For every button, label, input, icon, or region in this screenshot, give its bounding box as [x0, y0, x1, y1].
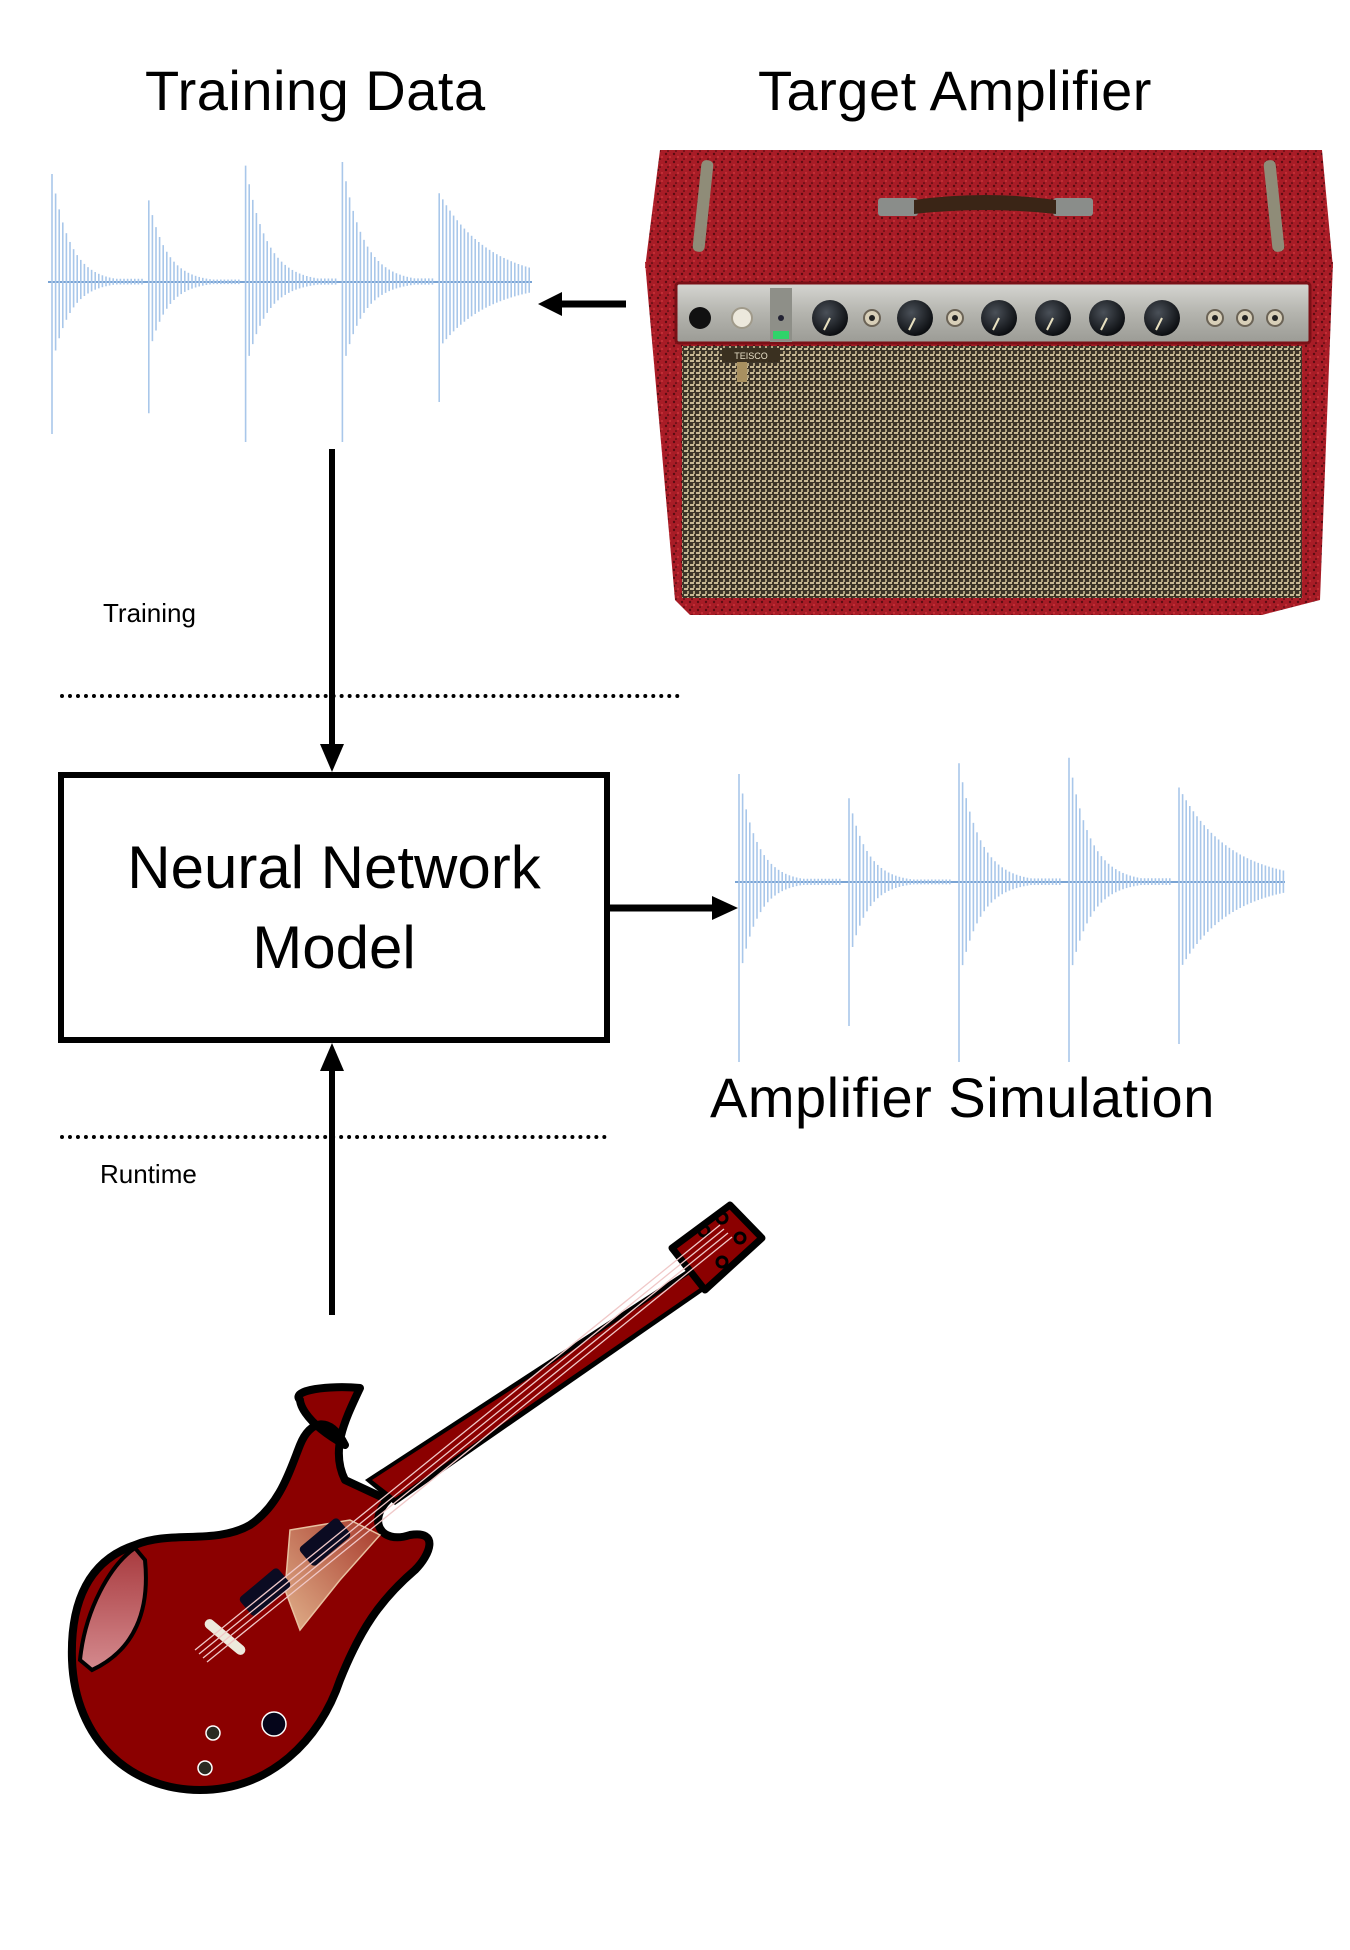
guitar-switch	[197, 1760, 213, 1776]
target-amplifier-title: Target Amplifier	[758, 59, 1152, 122]
amp-rail-left	[692, 160, 714, 252]
waveform-burst	[438, 193, 531, 402]
guitar-strings	[194, 1224, 733, 1663]
amp-control-instrument	[1206, 309, 1284, 327]
amp-rail-right	[1263, 160, 1285, 252]
amp-control-tremo-pedal	[863, 309, 881, 327]
guitar-neck	[365, 1268, 705, 1505]
guitar-bridge	[204, 1619, 246, 1655]
waveform-burst	[51, 174, 143, 434]
model-box-line1: Neural Network	[127, 833, 541, 901]
amp-control-depth	[812, 300, 848, 336]
arrow-training-data-to-model	[320, 449, 344, 772]
guitar-volume-knob	[261, 1711, 287, 1737]
waveform-burst	[244, 165, 337, 442]
waveform-burst	[1178, 787, 1285, 1044]
waveform-burst	[341, 162, 434, 442]
arrow-guitar-to-model	[320, 1043, 344, 1315]
amp-control-echo-pedal	[946, 309, 964, 327]
amp-control-bass	[1089, 300, 1125, 336]
amp-control-echo-depth	[981, 300, 1017, 336]
amp-control-speed	[897, 300, 933, 336]
amp-speaker-grille	[682, 346, 1302, 598]
guitar-pickup-neck	[299, 1518, 351, 1566]
amplifier-simulation-title: Amplifier Simulation	[710, 1066, 1215, 1129]
waveform-burst	[148, 200, 240, 414]
model-box-line2: Model	[252, 913, 416, 981]
amp-control-treble	[1144, 300, 1180, 336]
amp-control-switch	[770, 288, 792, 342]
amp-control-p-l	[731, 307, 753, 329]
neural-network-model-box: Neural Network Model	[58, 772, 610, 1043]
arrow-amp-to-training-data	[538, 292, 626, 316]
training-separator-line	[60, 694, 680, 698]
training-phase-label: Training	[103, 598, 196, 628]
training-data-waveform	[48, 162, 532, 442]
amp-brand-logo: TEISCO	[722, 348, 780, 382]
amp-control-volume	[1035, 300, 1071, 336]
waveform-burst	[848, 798, 951, 1026]
amp-control-fuse	[689, 307, 711, 329]
guitar-bevel	[77, 1545, 148, 1673]
amp-handle	[878, 195, 1093, 216]
arrow-model-to-simulation	[610, 896, 738, 920]
guitar-tone-knob	[205, 1725, 221, 1741]
runtime-phase-label: Runtime	[100, 1159, 197, 1189]
waveform-burst	[1068, 757, 1171, 1062]
training-data-title: Training Data	[145, 59, 486, 122]
waveform-burst	[958, 763, 1061, 1062]
amplifier-simulation-waveform	[735, 757, 1285, 1062]
waveform-burst	[738, 774, 841, 1062]
svg-text:TEISCO: TEISCO	[734, 351, 768, 361]
guitar-headstock	[668, 1201, 766, 1294]
